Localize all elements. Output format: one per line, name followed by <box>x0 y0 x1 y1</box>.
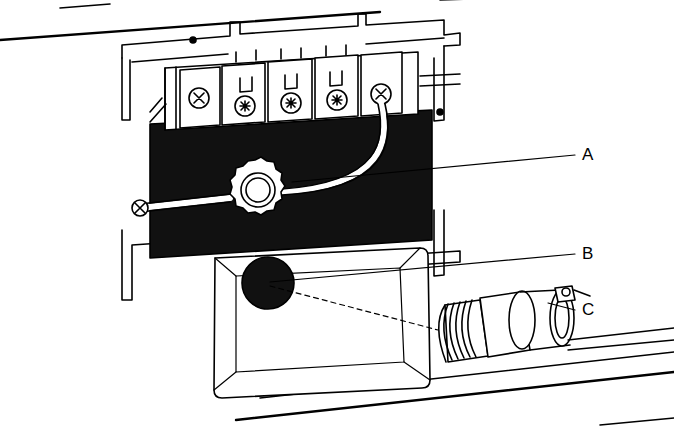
callout-letter: A <box>581 146 594 163</box>
callout-letter: B <box>581 245 594 262</box>
callout-letter: C <box>581 301 595 318</box>
